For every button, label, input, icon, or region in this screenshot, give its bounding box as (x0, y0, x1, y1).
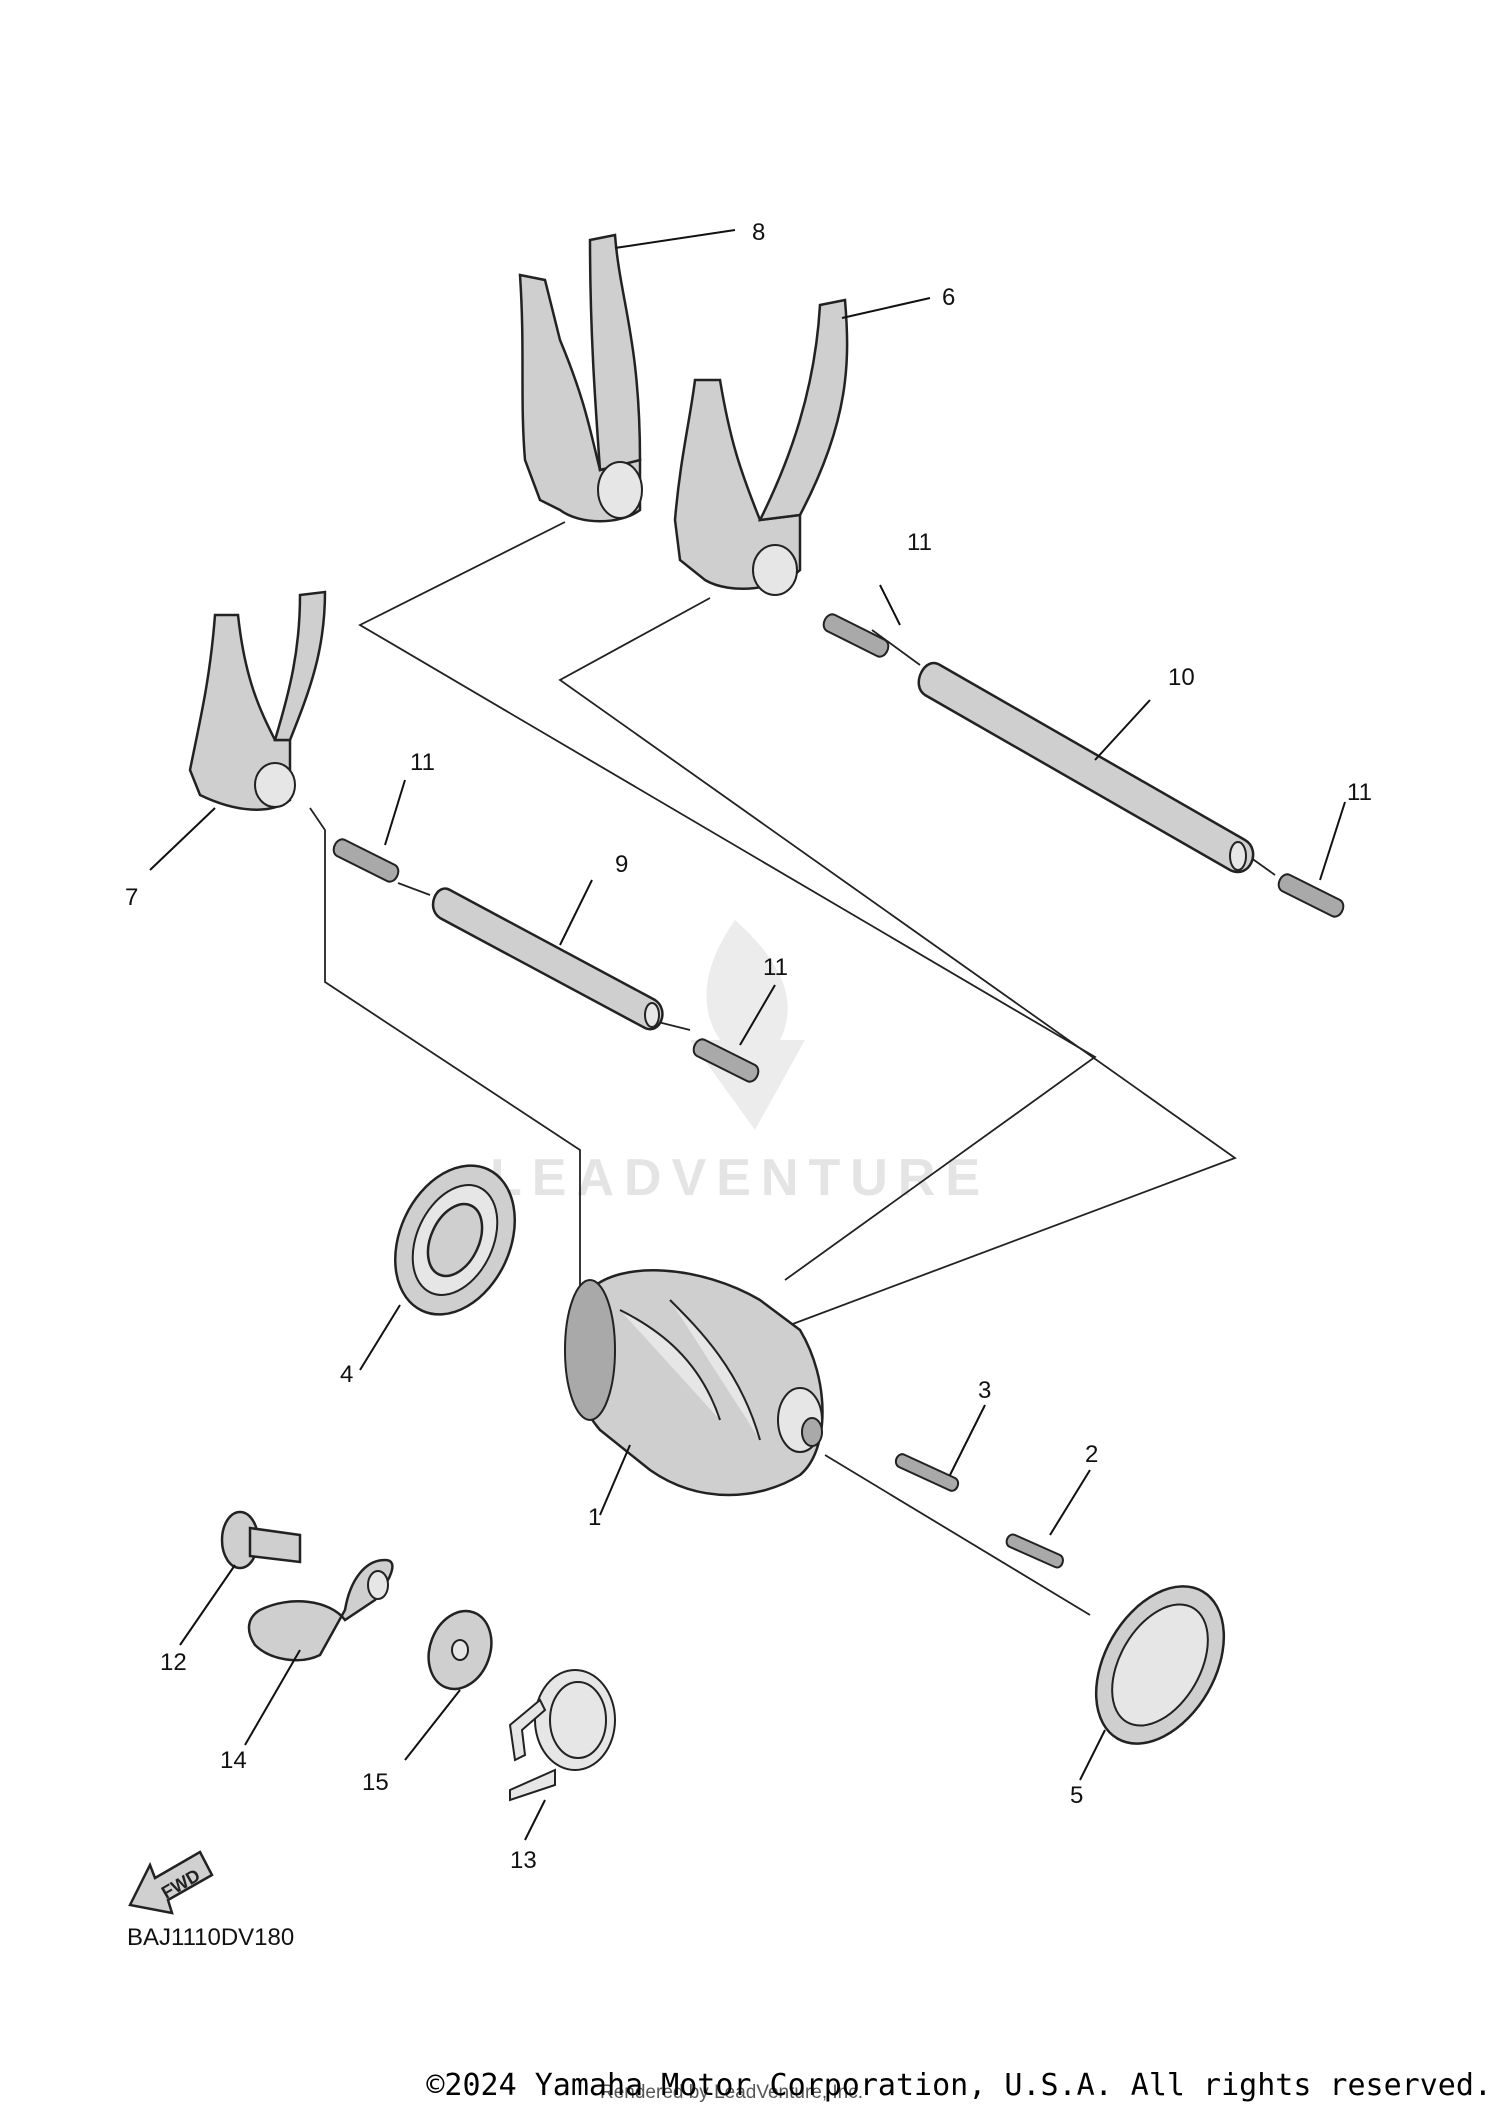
bearing-4 (393, 1164, 517, 1316)
callout-1: 1 (588, 1504, 601, 1531)
callout-11-top: 11 (907, 529, 932, 556)
pin-2 (1005, 1533, 1064, 1569)
callout-11-left: 11 (410, 749, 435, 776)
callout-11-right: 11 (1347, 779, 1372, 806)
torsion-spring-13 (508, 1669, 616, 1802)
rendered-by-credit: Rendered by LeadVenture, Inc. (600, 2082, 864, 2103)
callout-9: 9 (615, 851, 628, 878)
callout-labels: 8 6 7 10 9 11 11 11 11 4 3 2 1 5 12 14 1… (125, 219, 1372, 1874)
shift-fork-6 (673, 298, 849, 596)
callout-2: 2 (1085, 1441, 1098, 1468)
watermark: LEADVENTURE (490, 920, 990, 1207)
callout-7: 7 (125, 884, 138, 911)
callout-8: 8 (752, 219, 765, 246)
copyright-notice: ©2024 Yamaha Motor Corporation, U.S.A. A… (426, 2068, 1492, 2103)
callout-11-middle: 11 (763, 954, 788, 981)
callout-4: 4 (340, 1361, 353, 1388)
pin-3 (894, 1453, 960, 1492)
callout-10: 10 (1168, 664, 1195, 691)
callout-12: 14 (220, 1747, 247, 1774)
shift-drum-1 (564, 1269, 824, 1497)
callout-3: 3 (978, 1377, 991, 1404)
shift-fork-8 (518, 233, 643, 523)
assembly-guide-lines (309, 521, 1276, 1616)
callout-14: 12 (160, 1649, 187, 1676)
callout-6: 6 (942, 284, 955, 311)
diagram-code: BAJ1110DV180 (127, 1924, 294, 1951)
bearing-5 (1094, 1585, 1226, 1745)
callout-13: 13 (510, 1847, 537, 1874)
guide-bar-10 (917, 661, 1255, 874)
fwd-arrow-icon: FWD (128, 1850, 214, 1915)
watermark-text: LEADVENTURE (490, 1149, 990, 1207)
callout-5: 5 (1070, 1782, 1083, 1809)
leader-lines (149, 229, 1346, 1841)
spring-pins-11 (332, 613, 1345, 1083)
callout-15: 15 (362, 1769, 389, 1796)
bolt-14 (220, 1510, 302, 1570)
stopper-lever-12 (247, 1558, 394, 1662)
shift-fork-7 (188, 590, 327, 811)
watermark-flame-icon (690, 920, 805, 1130)
guide-bar-9 (431, 887, 664, 1031)
washer-15 (427, 1609, 493, 1691)
